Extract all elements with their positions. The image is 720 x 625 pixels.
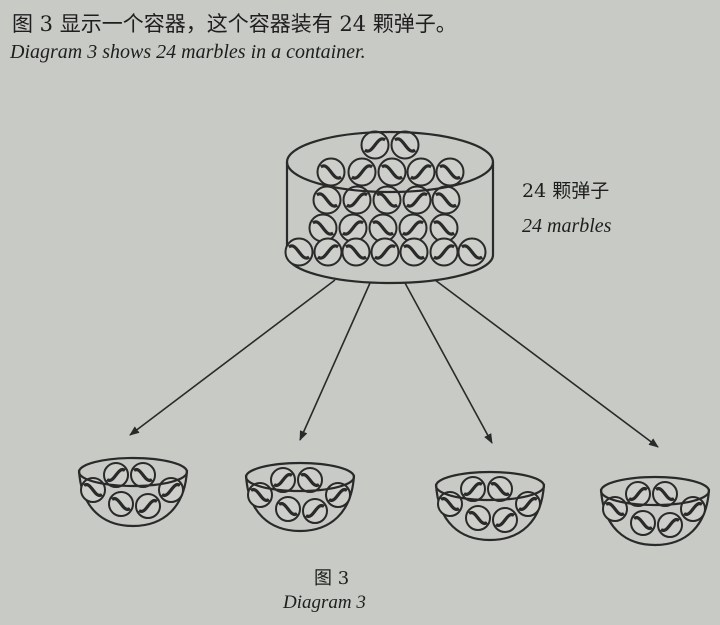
marble — [487, 476, 513, 502]
marble — [377, 157, 407, 187]
marble — [465, 505, 491, 531]
marble — [135, 493, 161, 519]
marble — [312, 185, 342, 215]
marble — [372, 185, 402, 215]
marble — [457, 237, 487, 267]
bowl — [244, 461, 356, 533]
marble — [431, 185, 461, 215]
marble — [297, 467, 323, 493]
container-label-english: 24 marbles — [522, 215, 612, 237]
marble — [460, 476, 486, 502]
marble — [341, 237, 371, 267]
marble — [103, 462, 129, 488]
marble — [625, 481, 651, 507]
bowls — [77, 456, 711, 547]
bowl — [77, 456, 189, 528]
heading-english: Diagram 3 shows 24 marbles in a containe… — [10, 41, 366, 63]
marble — [284, 237, 314, 267]
marble — [390, 130, 420, 160]
caption-english: Diagram 3 — [283, 592, 366, 613]
marble — [435, 157, 465, 187]
container — [284, 130, 495, 285]
marble — [368, 213, 398, 243]
marble — [308, 213, 338, 243]
container-label-chinese: 24 颗弹子 — [522, 180, 610, 202]
marble — [108, 491, 134, 517]
marble — [275, 496, 301, 522]
marble — [347, 157, 377, 187]
marble — [429, 237, 459, 267]
marble — [406, 157, 436, 187]
marble — [316, 157, 346, 187]
arrow — [299, 282, 371, 441]
marble — [399, 237, 429, 267]
marble — [652, 481, 678, 507]
marble — [370, 237, 400, 267]
marble — [302, 498, 328, 524]
caption-chinese: 图 3 — [314, 568, 350, 589]
heading-chinese: 图 3 显示一个容器，这个容器装有 24 颗弹子。 — [12, 12, 457, 36]
marble — [429, 213, 459, 243]
marble — [342, 185, 372, 215]
bowl — [599, 475, 711, 547]
container-marbles — [284, 130, 487, 267]
marble — [338, 213, 368, 243]
marble — [130, 462, 156, 488]
arrows — [129, 279, 659, 448]
marble — [657, 512, 683, 538]
marble — [398, 213, 428, 243]
arrow — [404, 282, 493, 444]
marble — [630, 510, 656, 536]
marble — [270, 467, 296, 493]
marble — [402, 185, 432, 215]
bowl — [434, 470, 546, 542]
marble — [313, 237, 343, 267]
arrow — [129, 279, 336, 436]
marble — [492, 507, 518, 533]
arrow — [434, 279, 659, 448]
marble — [360, 130, 390, 160]
